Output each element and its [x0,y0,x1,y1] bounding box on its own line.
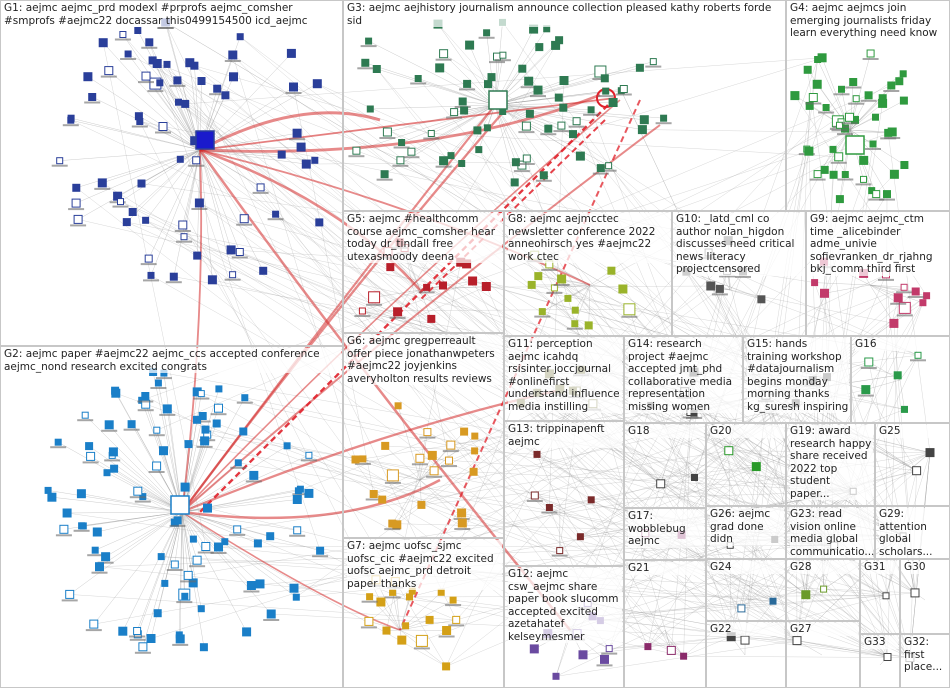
group-box-g17: G17: wobblebug aejmc [624,508,706,560]
group-box-g30: G30 [900,559,950,634]
group-label: G33 [864,636,898,649]
group-box-g6: G6: aejmc gregperreault offer piece jona… [343,333,504,538]
group-box-g11: G11: perception aejmc icahdq rsisinter j… [504,336,624,421]
group-label: G8: aejmc aejmcctec newsletter conferenc… [508,213,670,263]
group-box-g19: G19: award research happy share received… [786,423,875,506]
group-label: G13: trippinapenft aejmc [508,423,622,448]
group-box-g32: G32: first place... [900,634,950,688]
group-box-g24: G24 [706,559,786,621]
group-label: G16 [855,338,948,351]
group-box-g12: G12: aejmc csw_aejmc share paper book sl… [504,566,624,688]
group-box-g5: G5: aejmc #healthcomm course aejmc_comsh… [343,211,504,333]
group-box-g23: G23: read vision online media global com… [786,506,875,559]
group-label: G21 [628,562,704,575]
group-label: G15: hands training workshop #datajourna… [747,338,849,413]
group-box-g31: G31 [860,559,900,634]
group-box-g15: G15: hands training workshop #datajourna… [743,336,851,423]
group-label: G2: aejmc paper #aejmc22 aejmc_ccs accep… [4,348,341,373]
group-box-g10: G10: _latd_cml co author nolan_higdon di… [672,211,806,336]
group-label: G18 [628,425,704,438]
group-label: G1: aejmc aejmc_prd modexl #prprofs aejm… [4,2,341,27]
group-box-g8: G8: aejmc aejmcctec newsletter conferenc… [504,211,672,336]
group-box-g13: G13: trippinapenft aejmc [504,421,624,566]
group-label: G23: read vision online media global com… [790,508,873,558]
group-label: G17: wobblebug aejmc [628,510,704,548]
group-label: G12: aejmc csw_aejmc share paper book sl… [508,568,622,643]
group-label: G32: first place... [904,636,948,674]
group-box-g3: G3: aejmc aejhistory journalism announce… [343,0,786,211]
group-box-g7: G7: aejmc uofsc_sjmc uofsc_cic #aejmc22 … [343,538,504,688]
group-label: G22 [710,623,784,636]
group-box-g2: G2: aejmc paper #aejmc22 aejmc_ccs accep… [0,346,343,688]
group-box-g18: G18 [624,423,706,508]
group-label: G9: aejmc aejmc_ctm time _alicebinder ad… [810,213,948,276]
group-box-g25: G25 [875,423,950,506]
group-label: G3: aejmc aejhistory journalism announce… [347,2,784,27]
group-label: G30 [904,561,948,574]
group-label: G10: _latd_cml co author nolan_higdon di… [676,213,804,276]
group-box-g27: G27 [786,621,860,688]
group-box-g29: G29: attention global scholars... [875,506,950,559]
group-box-g4: G4: aejmc aejmcs join emerging journalis… [786,0,950,211]
group-label: G5: aejmc #healthcomm course aejmc_comsh… [347,213,502,263]
group-box-g14: G14: research project #aejmc accepted jm… [624,336,743,423]
group-label: G7: aejmc uofsc_sjmc uofsc_cic #aejmc22 … [347,540,502,590]
group-box-g1: G1: aejmc aejmc_prd modexl #prprofs aejm… [0,0,343,346]
group-label: G20 [710,425,784,438]
group-box-g28: G28 [786,559,860,621]
group-label: G26: aejmc grad done didn [710,508,784,546]
group-label: G31 [864,561,898,574]
group-box-g21: G21 [624,560,706,688]
group-box-g22: G22 [706,621,786,688]
group-box-g26: G26: aejmc grad done didn [706,506,786,559]
group-label: G25 [879,425,948,438]
group-label: G19: award research happy share received… [790,425,873,500]
group-label: G24 [710,561,784,574]
group-label: G4: aejmc aejmcs join emerging journalis… [790,2,948,40]
group-box-g9: G9: aejmc aejmc_ctm time _alicebinder ad… [806,211,950,336]
group-label: G14: research project #aejmc accepted jm… [628,338,741,413]
group-box-g33: G33 [860,634,900,688]
group-label: G11: perception aejmc icahdq rsisinter j… [508,338,622,413]
group-label: G28 [790,561,858,574]
group-label: G6: aejmc gregperreault offer piece jona… [347,335,502,385]
group-box-g16: G16 [851,336,950,423]
group-label: G27 [790,623,858,636]
group-label: G29: attention global scholars... [879,508,948,558]
group-box-g20: G20 [706,423,786,506]
